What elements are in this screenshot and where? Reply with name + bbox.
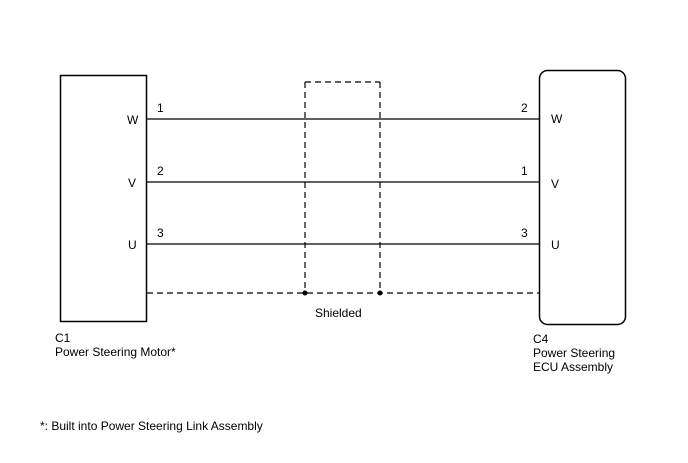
shield xyxy=(147,81,539,294)
right-terminal-u: U xyxy=(551,238,560,252)
left-terminal-v: V xyxy=(128,176,137,190)
left-pin-u: 3 xyxy=(157,226,164,240)
left-pin-w: 1 xyxy=(157,101,164,115)
right-component-name-line2: ECU Assembly xyxy=(533,360,614,374)
left-pin-v: 2 xyxy=(157,164,164,178)
left-component-code: C1 xyxy=(55,331,71,345)
right-pin-w: 2 xyxy=(521,101,528,115)
left-terminal-u: U xyxy=(128,238,137,252)
footnote: *: Built into Power Steering Link Assemb… xyxy=(40,419,263,433)
ecu-box xyxy=(538,69,627,326)
shield-junction-left xyxy=(302,290,308,296)
left-component-name: Power Steering Motor* xyxy=(55,345,176,359)
shield-junction-right xyxy=(377,290,383,296)
left-terminal-w: W xyxy=(127,113,139,127)
right-component-name-line1: Power Steering xyxy=(533,346,616,360)
right-component-code: C4 xyxy=(533,332,549,346)
right-pin-v: 1 xyxy=(521,164,528,178)
right-pin-u: 3 xyxy=(521,226,528,240)
shield-label: Shielded xyxy=(315,306,362,320)
right-terminal-v: V xyxy=(551,177,560,191)
motor-box xyxy=(59,74,148,323)
right-terminal-w: W xyxy=(551,112,563,126)
